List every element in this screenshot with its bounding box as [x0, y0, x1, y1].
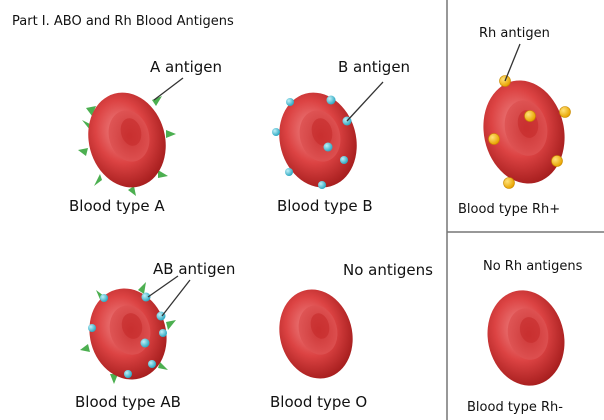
cell-rh-positive: [483, 43, 571, 189]
caption-rh-positive: Blood type Rh+: [458, 202, 561, 217]
rh-antigen-label: Rh antigen: [479, 26, 550, 41]
cell-rh-negative: [487, 290, 565, 386]
caption-type-o: Blood type O: [270, 393, 368, 411]
b-antigen-label: B antigen: [338, 58, 411, 76]
cell-type-ab: [80, 275, 191, 384]
rh-antigens: [488, 75, 571, 189]
no-antigens-label: No antigens: [343, 261, 433, 279]
a-antigens: [78, 96, 176, 196]
ab-a-antigens: [80, 282, 176, 384]
ab-antigen-label: AB antigen: [153, 260, 236, 278]
no-rh-antigens-label: No Rh antigens: [483, 259, 583, 274]
cell-type-a: [78, 77, 184, 196]
caption-type-ab: Blood type AB: [75, 393, 181, 411]
caption-type-b: Blood type B: [277, 197, 373, 215]
cell-type-o: [279, 289, 353, 379]
caption-type-a: Blood type A: [69, 197, 165, 215]
ab-b-antigens: [88, 292, 167, 378]
a-antigen-label: A antigen: [150, 58, 223, 76]
cell-type-b: [272, 81, 384, 189]
b-antigens: [272, 95, 352, 189]
page-title: Part I. ABO and Rh Blood Antigens: [12, 14, 234, 29]
caption-rh-negative: Blood type Rh-: [467, 400, 563, 415]
